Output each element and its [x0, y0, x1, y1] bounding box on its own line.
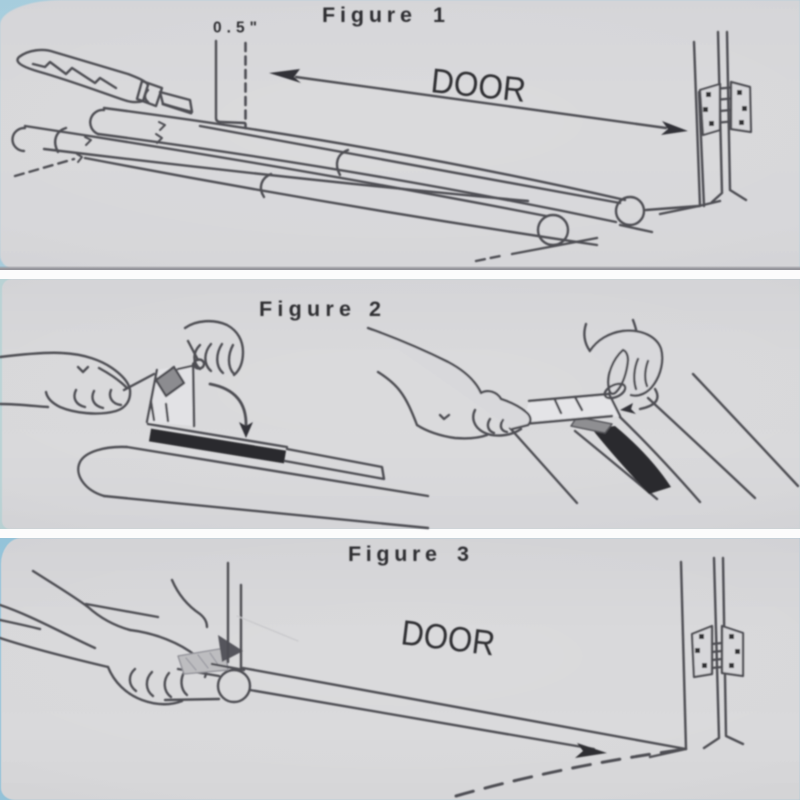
svg-text:1: 1: [433, 3, 445, 27]
svg-text:Figure: Figure: [259, 297, 351, 321]
svg-text:3: 3: [457, 542, 469, 566]
svg-text:0.5": 0.5": [213, 20, 257, 37]
svg-text:Figure: Figure: [322, 3, 412, 27]
svg-text:DOOR: DOOR: [429, 62, 527, 110]
svg-text:Figure: Figure: [348, 542, 437, 566]
svg-text:DOOR: DOOR: [399, 613, 497, 663]
svg-text:2: 2: [369, 297, 381, 321]
